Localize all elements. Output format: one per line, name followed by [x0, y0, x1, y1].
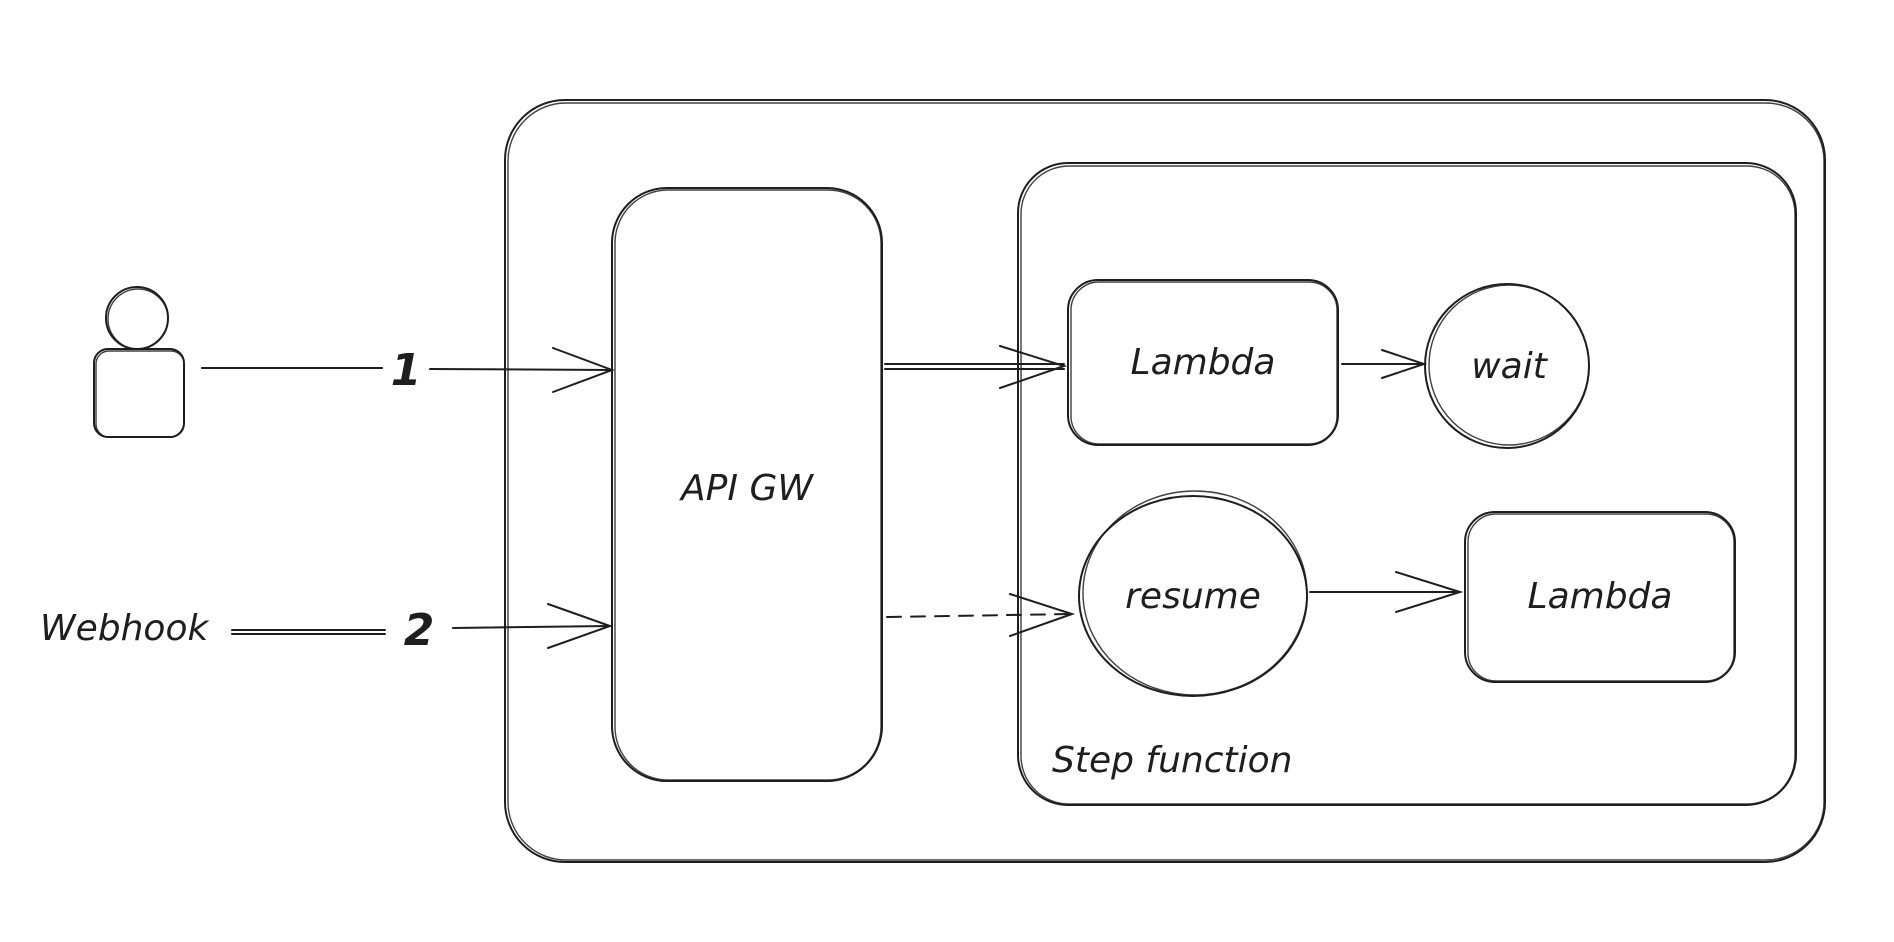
lambda-1-label: Lambda	[1131, 342, 1276, 383]
wait-label: wait	[1471, 346, 1549, 387]
outer-container	[504, 99, 1826, 863]
edge-step-1-label: 1	[391, 345, 422, 396]
api-gw-node: API GW	[611, 187, 883, 782]
edge-step-2-label: 2	[404, 605, 435, 656]
resume-label: resume	[1125, 576, 1261, 617]
step-function-label: Step function	[1052, 740, 1292, 781]
lambda-1-node: Lambda	[1067, 279, 1339, 446]
edge-step-2: 2	[231, 603, 613, 656]
lambda-2-label: Lambda	[1528, 576, 1673, 617]
edge-resume-to-lambda	[1309, 571, 1464, 613]
webhook-label: Webhook	[40, 608, 210, 649]
edge-step-1: 1	[201, 345, 615, 396]
user-icon	[93, 286, 185, 438]
edge-gw-to-resume	[886, 593, 1076, 637]
lambda-2-node: Lambda	[1464, 511, 1736, 683]
api-gw-label: API GW	[679, 468, 814, 509]
edge-lambda-to-wait	[1341, 349, 1428, 379]
resume-node: resume	[1078, 490, 1308, 697]
step-function-container: Step function	[1017, 162, 1797, 806]
edge-gw-to-lambda	[884, 345, 1068, 389]
wait-node: wait	[1424, 283, 1590, 449]
